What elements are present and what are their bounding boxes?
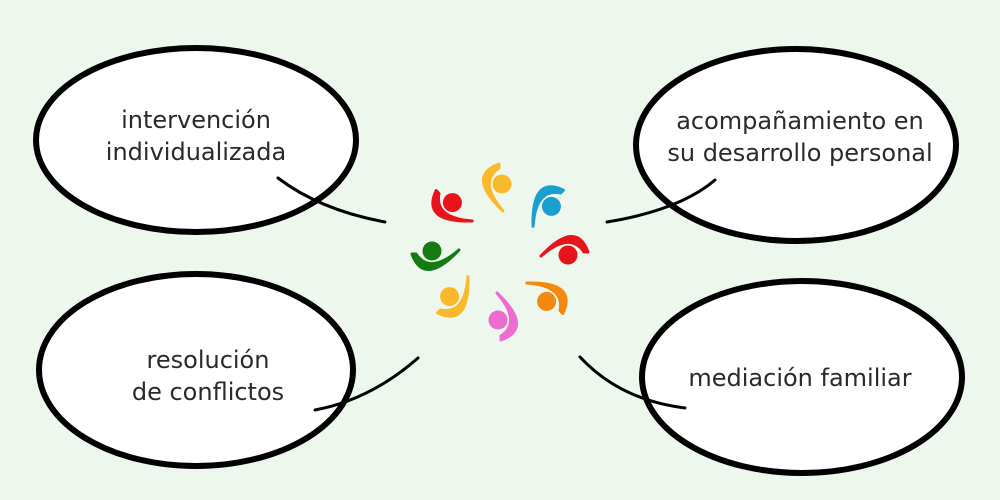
bubble-bottom-left bbox=[36, 271, 356, 469]
person-figure-icon bbox=[436, 275, 470, 318]
bubble-top-right bbox=[633, 46, 959, 244]
label-line: individualizada bbox=[105, 138, 287, 166]
connector-bottom-right bbox=[578, 355, 687, 410]
label-line: de conflictos bbox=[131, 378, 285, 406]
bubble-label-mediacion: mediación familiar bbox=[688, 362, 911, 394]
person-figure-icon bbox=[481, 162, 512, 213]
person-figure-icon bbox=[431, 189, 474, 223]
connector-top-left bbox=[276, 176, 387, 224]
label-line: su desarrollo personal bbox=[667, 139, 933, 167]
person-figure-icon bbox=[525, 281, 568, 315]
label-line: acompañamiento en bbox=[676, 107, 924, 135]
bubble-label-resolucion: resolución de conflictos bbox=[132, 344, 284, 408]
bubble-label-intervencion: intervención individualizada bbox=[106, 104, 286, 168]
label-line: mediación familiar bbox=[688, 364, 912, 392]
person-figure-icon bbox=[531, 185, 565, 228]
person-figure-icon bbox=[488, 291, 519, 342]
label-line: intervención bbox=[121, 106, 271, 134]
people-circle-icon bbox=[410, 162, 590, 342]
connector-bottom-left bbox=[313, 356, 420, 412]
bubble-label-acompanamiento: acompañamiento en su desarrollo personal bbox=[667, 105, 932, 169]
person-figure-icon bbox=[539, 234, 590, 265]
bubble-bottom-right bbox=[639, 278, 965, 476]
bubble-top-left bbox=[33, 45, 359, 235]
connector-top-right bbox=[605, 178, 717, 224]
label-line: resolución bbox=[146, 346, 270, 374]
person-figure-icon bbox=[410, 241, 461, 272]
